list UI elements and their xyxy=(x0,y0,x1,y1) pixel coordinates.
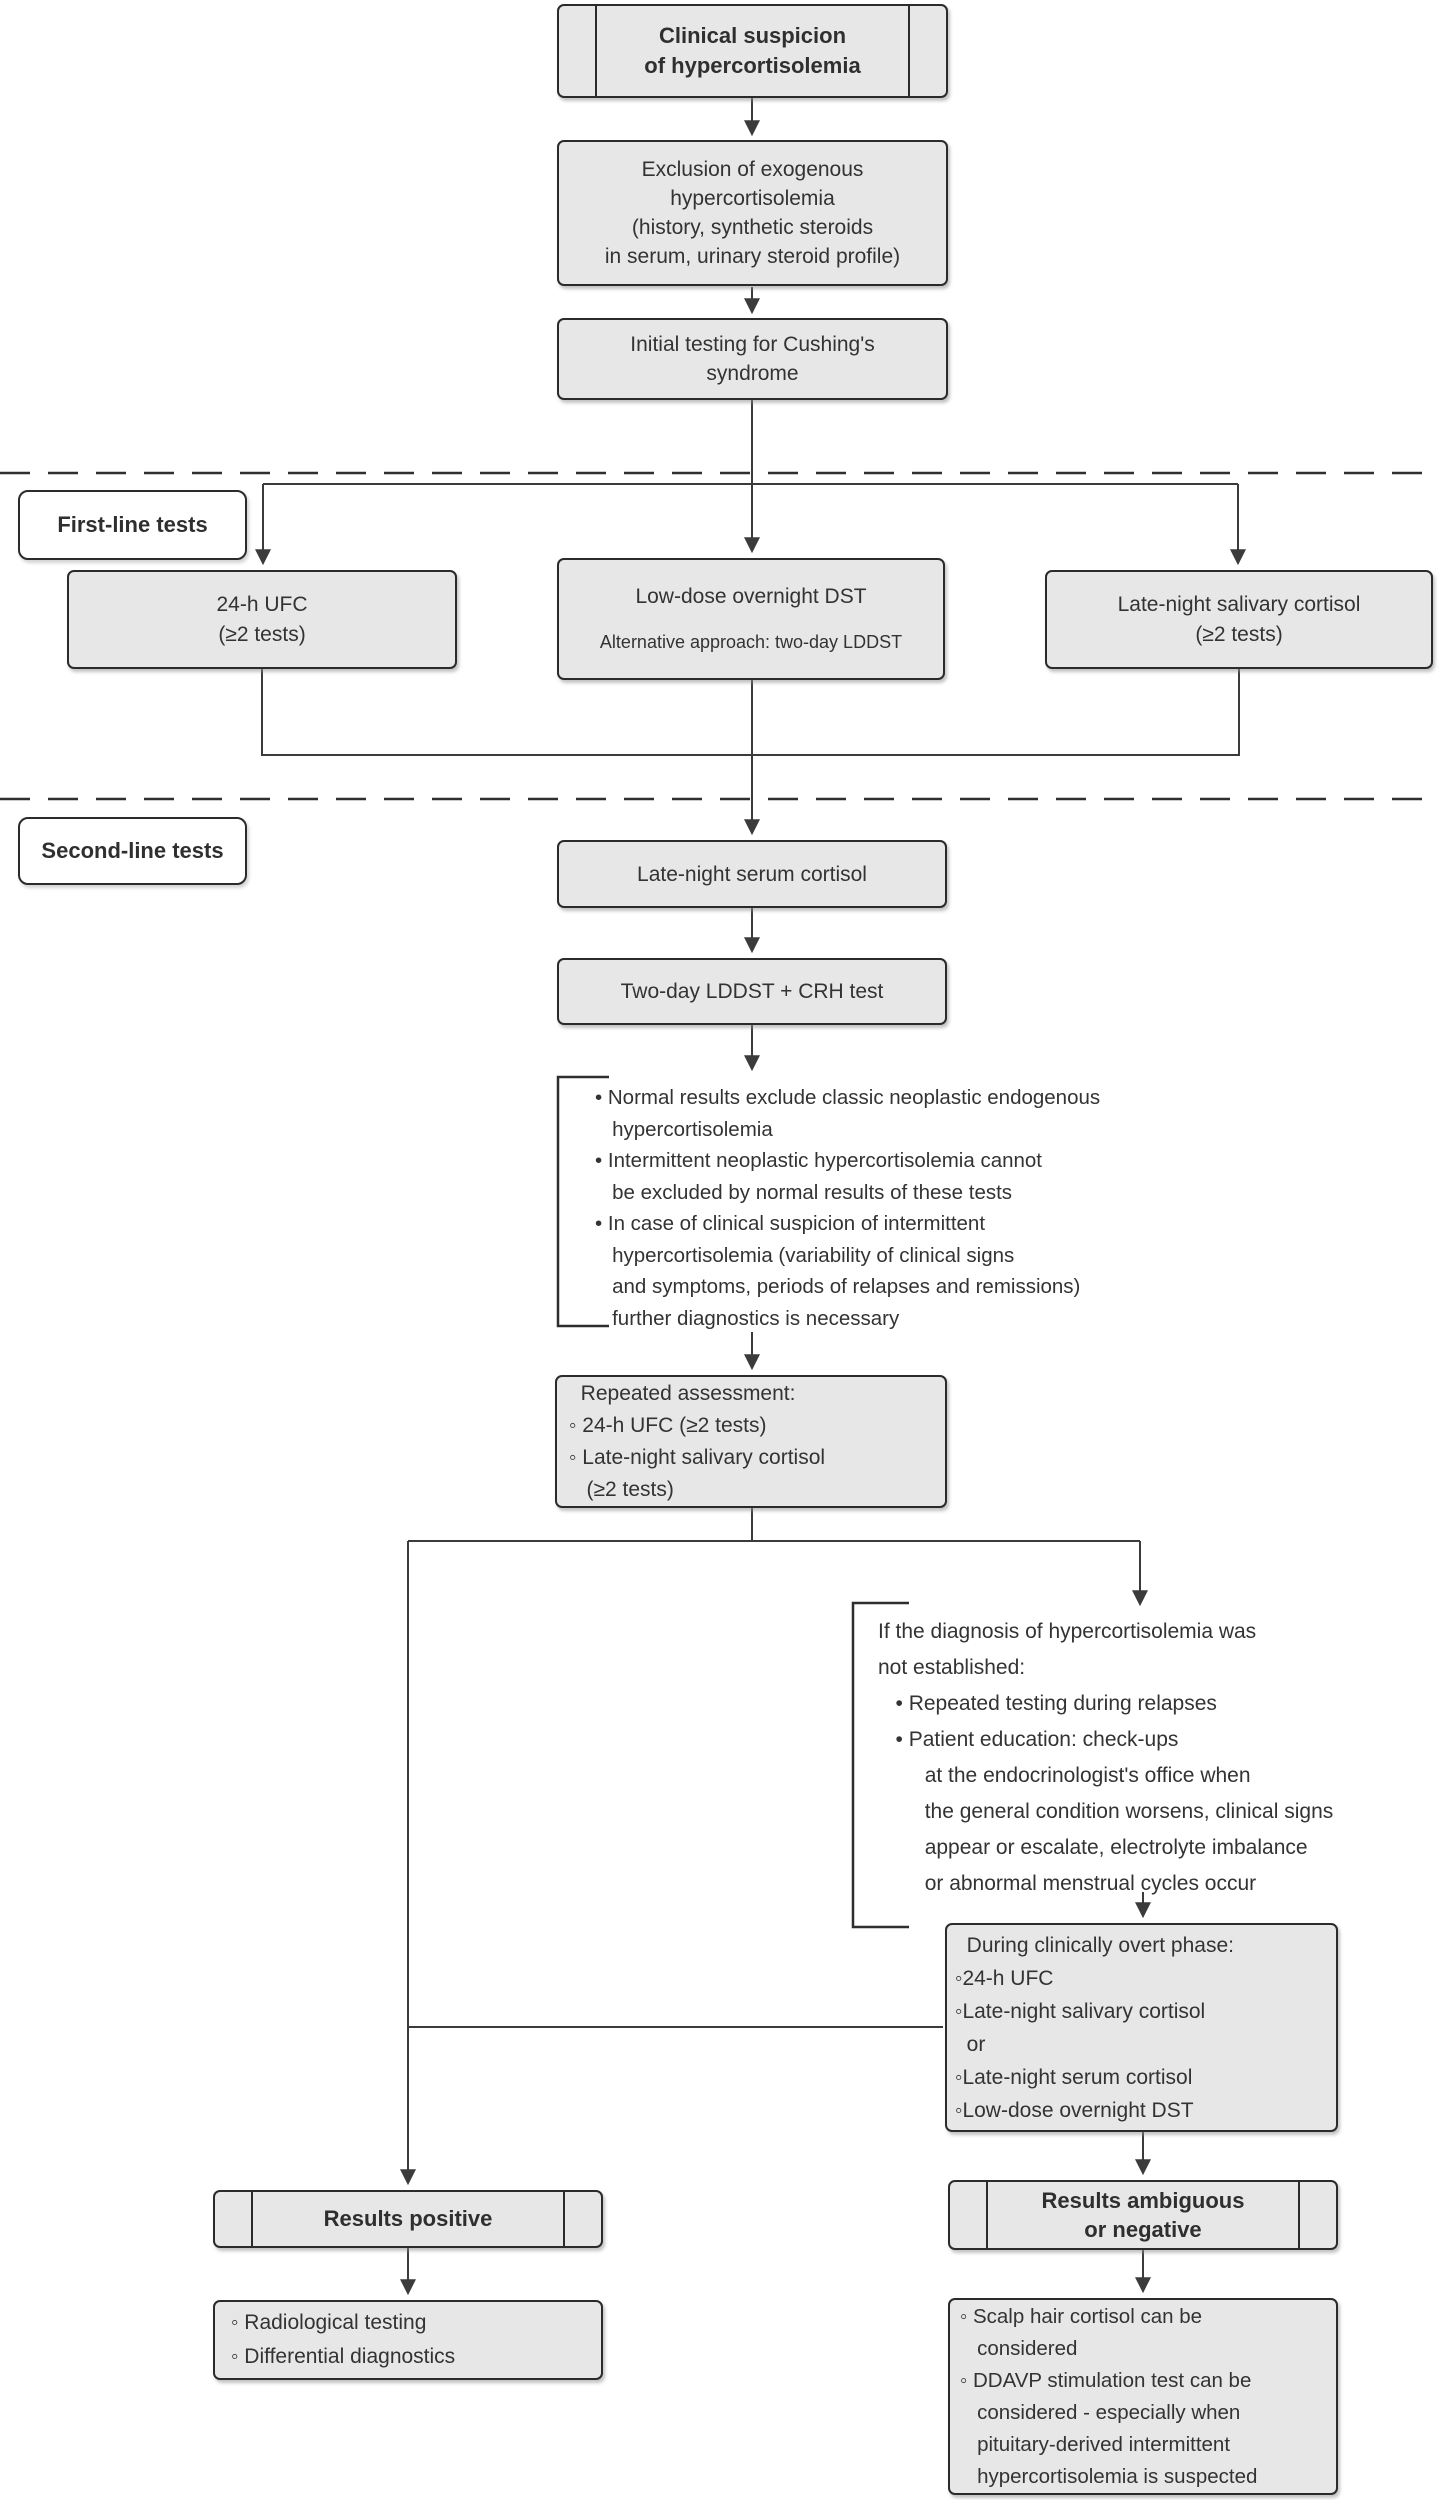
node-two-day-lddst-crh: Two-day LDDST + CRH test xyxy=(557,958,947,1025)
node-late-night-serum: Late-night serum cortisol xyxy=(557,840,947,908)
node-results-ambiguous: Results ambiguous or negative xyxy=(948,2180,1338,2250)
node-clinical-suspicion: Clinical suspicion of hypercortisolemia xyxy=(557,4,948,98)
node-during-overt-phase: During clinically overt phase: ◦24-h UFC… xyxy=(945,1923,1338,2132)
section-label-first-line-tests: First-line tests xyxy=(18,490,247,560)
node-scalp-ddavp: ◦ Scalp hair cortisol can be considered … xyxy=(948,2298,1338,2495)
branch-after-repeated xyxy=(408,1508,1140,1542)
node-exclusion-exogenous: Exclusion of exogenous hypercortisolemia… xyxy=(557,140,948,286)
node-repeated-assessment: Repeated assessment: ◦ 24-h UFC (≥2 test… xyxy=(555,1375,947,1508)
section-label-second-line-tests: Second-line tests xyxy=(18,817,247,885)
node-24h-ufc: 24-h UFC (≥2 tests) xyxy=(67,570,457,669)
left-bracket-shape-if xyxy=(851,1601,909,1929)
node-late-night-salivary: Late-night salivary cortisol (≥2 tests) xyxy=(1045,570,1433,669)
node-low-dose-dst: Low-dose overnight DST Alternative appro… xyxy=(557,558,945,680)
node-radiological: ◦ Radiological testing ◦ Differential di… xyxy=(213,2300,603,2380)
dst-alternative: Alternative approach: two-day LDDST xyxy=(599,631,903,652)
merge-first-line xyxy=(261,669,1240,756)
note-normal-results: • Normal results exclude classic neoplas… xyxy=(595,1086,1101,1330)
node-results-positive: Results positive xyxy=(213,2190,603,2248)
node-initial-testing: Initial testing for Cushing's syndrome xyxy=(557,318,948,400)
dst-title: Low-dose overnight DST xyxy=(635,584,867,608)
left-bracket-shape-note xyxy=(556,1075,609,1328)
dst-text-group: Low-dose overnight DST Alternative appro… xyxy=(600,582,902,657)
note-if-not-established: If the diagnosis of hypercortisolemia wa… xyxy=(878,1620,1334,1895)
